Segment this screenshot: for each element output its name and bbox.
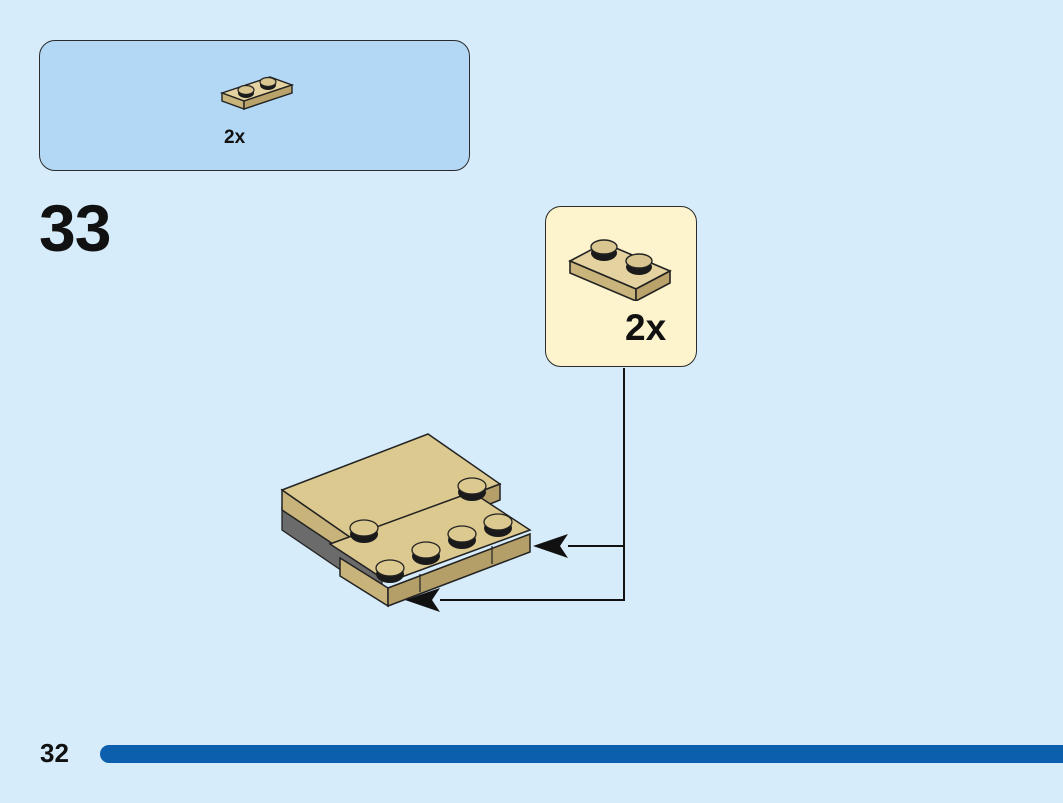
parts-list-panel: 2x	[39, 40, 470, 171]
step-number: 33	[39, 191, 111, 265]
arrow-head-lower	[405, 588, 440, 612]
callout-panel: 2x	[545, 206, 697, 367]
page-number: 32	[40, 738, 69, 768]
arrow-head-upper	[533, 534, 568, 558]
page-footer-bar	[100, 745, 1063, 763]
model-assembly	[280, 433, 532, 608]
tan-plate-icon	[568, 239, 672, 301]
parts-quantity: 2x	[224, 127, 246, 148]
tan-plate-icon	[220, 76, 295, 110]
callout-quantity: 2x	[625, 307, 667, 348]
